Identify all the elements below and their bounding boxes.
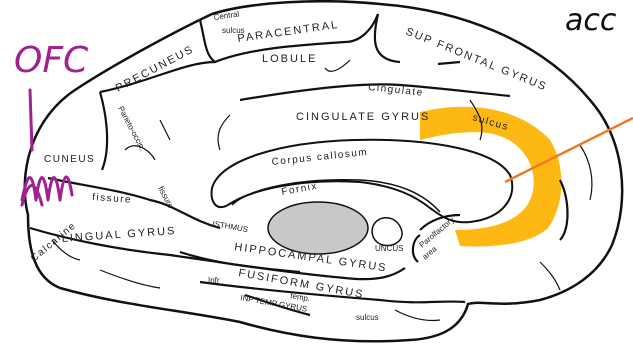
ofc-label: OFC [14, 40, 89, 81]
ventricle [268, 202, 368, 254]
paracentral-label-2: LOBULE [262, 53, 317, 65]
uncus-shape [372, 218, 402, 246]
cuneus-label: CUNEUS [44, 154, 95, 165]
cingulate-gyrus-label: CINGULATE GYRUS [296, 111, 430, 123]
infr-label: Infr [208, 276, 220, 285]
uncus-label: UNCUS [375, 244, 403, 253]
acc-label: acc [565, 3, 617, 38]
sulcus-label: sulcus [356, 313, 379, 322]
